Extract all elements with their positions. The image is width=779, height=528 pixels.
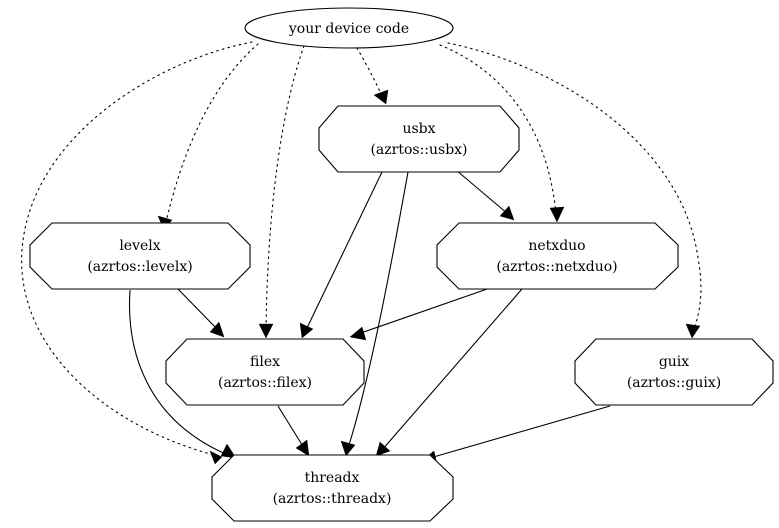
node-shape-octagon (318, 105, 520, 173)
node-netxduo-label-line1: netxduo (528, 238, 585, 254)
edge-path (381, 288, 523, 451)
edge-path (455, 169, 509, 215)
arrow-head-icon (209, 321, 225, 338)
edge-path (277, 405, 305, 449)
edge-path (177, 288, 219, 331)
edge-path (429, 405, 611, 459)
edge-path (265, 45, 305, 331)
arrow-head-icon (375, 441, 391, 457)
arrow-head-icon (349, 326, 367, 341)
node-shape-octagon (211, 454, 454, 522)
node-usbx-label-line1: usbx (402, 121, 435, 137)
node-levelx[interactable]: levelx (azrtos::levelx) (29, 222, 251, 290)
node-netxduo-label-line2: (azrtos::netxduo) (496, 259, 617, 275)
arrow-head-icon (499, 205, 515, 221)
node-shape-octagon (574, 338, 774, 406)
arrow-head-icon (685, 323, 701, 339)
node-guix-label-line2: (azrtos::guix) (627, 375, 721, 391)
node-guix-label-line1: guix (659, 354, 689, 370)
edge-usbx-filex (299, 171, 383, 339)
edge-path (21, 41, 253, 458)
node-threadx[interactable]: threadx (azrtos::threadx) (211, 454, 454, 522)
edge-levelx-threadx (128, 289, 237, 459)
node-filex-label-line2: (azrtos::filex) (218, 375, 312, 391)
edge-netxduo-filex (349, 287, 491, 341)
edge-path (447, 42, 702, 331)
arrow-head-icon (549, 206, 565, 223)
edge-device-usbx (356, 47, 389, 105)
arrow-head-icon (295, 439, 310, 457)
edges-layer (21, 41, 702, 465)
edge-path (356, 47, 383, 97)
node-levelx-label-line1: levelx (119, 238, 160, 254)
node-filex-label-line1: filex (250, 354, 280, 370)
node-shape-ellipse (244, 7, 454, 49)
node-filex[interactable]: filex (azrtos::filex) (165, 338, 365, 406)
edge-path (347, 171, 409, 449)
edge-device-threadx (21, 41, 253, 465)
edge-device-guix (447, 42, 702, 339)
node-netxduo[interactable]: netxduo (azrtos::netxduo) (436, 222, 679, 290)
node-usbx[interactable]: usbx (azrtos::usbx) (318, 105, 520, 173)
edge-device-levelx (157, 43, 259, 231)
edge-path (128, 289, 229, 456)
edge-netxduo-threadx (375, 288, 523, 457)
node-device-label: your device code (288, 21, 409, 37)
arrow-head-icon (340, 440, 356, 457)
arrow-head-icon (373, 89, 389, 105)
edge-path (305, 171, 383, 331)
node-shape-octagon (165, 338, 365, 406)
nodes-layer: your device code usbx (azrtos::usbx) lev… (29, 7, 774, 522)
edge-device-filex (258, 45, 305, 339)
edge-path (357, 287, 491, 335)
edge-usbx-threadx (340, 171, 409, 457)
node-usbx-label-line2: (azrtos::usbx) (370, 142, 467, 158)
edge-filex-threadx (277, 405, 310, 457)
arrow-head-icon (258, 323, 274, 339)
arrow-head-icon (220, 443, 237, 459)
node-shape-octagon (436, 222, 679, 290)
edge-device-netxduo (439, 44, 565, 223)
edge-guix-threadx (420, 405, 611, 465)
node-threadx-label-line1: threadx (305, 470, 360, 486)
edge-levelx-filex (177, 288, 225, 338)
node-guix[interactable]: guix (azrtos::guix) (574, 338, 774, 406)
arrow-head-icon (209, 450, 223, 465)
node-threadx-label-line2: (azrtos::threadx) (273, 491, 392, 507)
node-levelx-label-line2: (azrtos::levelx) (87, 259, 192, 275)
node-shape-octagon (29, 222, 251, 290)
edge-path (439, 44, 557, 215)
node-device[interactable]: your device code (244, 7, 454, 49)
edge-path (165, 43, 259, 223)
edge-usbx-netxduo (455, 169, 515, 221)
arrow-head-icon (299, 322, 314, 339)
